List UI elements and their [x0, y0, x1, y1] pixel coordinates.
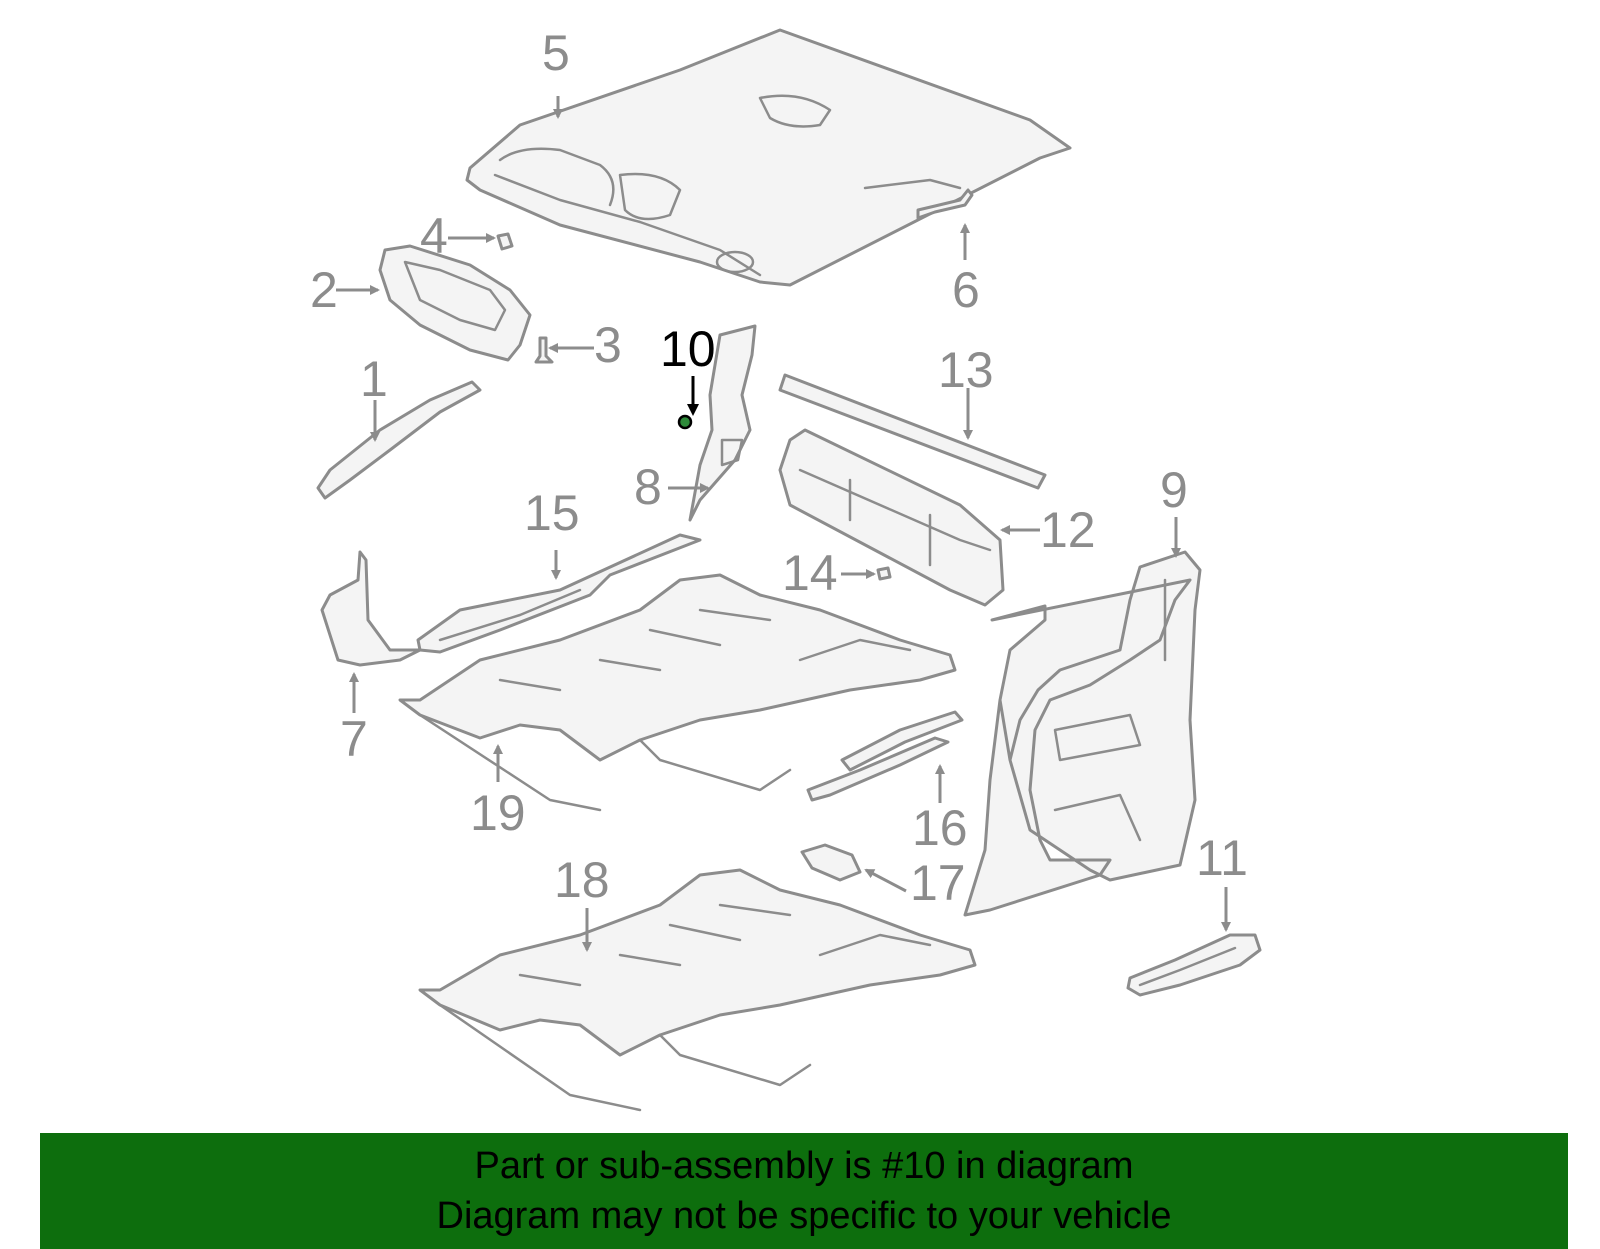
callout-10: 10 [660, 321, 716, 377]
banner-line-2: Diagram may not be specific to your vehi… [436, 1195, 1172, 1237]
part-11-armrest [1126, 933, 1262, 997]
leader-arrows [336, 96, 1231, 952]
part-1-pillar-trim [316, 380, 482, 500]
callout-7: 7 [340, 711, 368, 767]
callout-17: 17 [910, 855, 966, 911]
callout-15: 15 [524, 485, 580, 541]
part-15-sill-plate [416, 533, 702, 654]
callout-6: 6 [952, 262, 980, 318]
callout-11: 11 [1196, 830, 1248, 886]
callout-16: 16 [912, 800, 968, 856]
part-4-clip [496, 232, 514, 251]
part-8-b-pillar-trim [688, 324, 757, 522]
part-12-back-panel [778, 428, 1005, 607]
callout-18: 18 [554, 852, 610, 908]
part-17-bracket [800, 843, 862, 882]
part-2-sunvisor [378, 244, 532, 362]
banner-line-1: Part or sub-assembly is #10 in diagram [474, 1145, 1134, 1187]
callout-9: 9 [1160, 462, 1188, 518]
disclaimer-banner: Part or sub-assembly is #10 in diagram D… [40, 1133, 1568, 1249]
part-9-door-panel [963, 550, 1202, 917]
part-3-screw [534, 336, 554, 364]
callout-labels: 5 6 4 2 3 1 10 8 13 12 14 15 9 7 19 16 1… [310, 25, 1248, 911]
part-10-fastener [677, 414, 693, 430]
part-19-carpet [398, 573, 957, 812]
callout-13: 13 [938, 342, 994, 398]
part-16-rear-sill [806, 710, 964, 802]
callout-14: 14 [782, 545, 838, 601]
part-14-clip [876, 566, 892, 581]
part-13-strip [778, 373, 1047, 490]
callout-4: 4 [420, 208, 448, 264]
part-5-headliner [465, 28, 1072, 287]
callout-1: 1 [360, 351, 388, 407]
callout-3: 3 [594, 317, 622, 373]
part-7-kick-panel [320, 550, 422, 667]
callout-19: 19 [470, 785, 526, 841]
part-6-grab-handle [916, 188, 974, 220]
part-18-carpet [418, 868, 977, 1112]
callout-12: 12 [1040, 502, 1096, 558]
callout-5: 5 [542, 25, 570, 81]
callout-8: 8 [634, 459, 662, 515]
callout-2: 2 [310, 262, 338, 318]
